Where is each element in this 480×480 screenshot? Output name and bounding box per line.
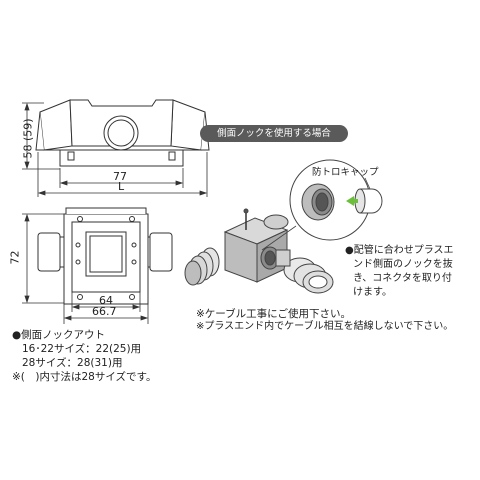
usage-badge: 側面ノックを使用する場合 bbox=[200, 125, 348, 142]
height-label-bottom: 72 bbox=[8, 250, 22, 265]
knockout-line-1: 16･22サイズ：22(25)用 bbox=[22, 343, 142, 355]
knockout-line-2: 28サイズ：28(31)用 bbox=[22, 357, 123, 369]
cap-label: 防トロキャップ bbox=[312, 167, 379, 178]
warning-2: ※プラスエンド内でケーブル相互を結線しないで下さい。 bbox=[196, 321, 454, 332]
instruction-line-1: ●配管に合わせプラスエ bbox=[345, 245, 454, 256]
width-dimension-top bbox=[37, 152, 208, 197]
warning-1: ※ケーブル工事にご使用下さい。 bbox=[196, 308, 351, 320]
height-dimension-bottom bbox=[22, 213, 68, 304]
width-total-label-top: L bbox=[118, 180, 125, 193]
instruction-line-3: き、コネクタを取り付 bbox=[353, 273, 452, 284]
instruction-line-4: けます。 bbox=[353, 287, 392, 298]
box-plan-view bbox=[37, 207, 173, 305]
width-inner-label-top: 77 bbox=[113, 170, 127, 183]
width-dimension-bottom bbox=[63, 292, 149, 324]
isometric-box-illustration bbox=[184, 208, 334, 294]
knockout-footnote: ※( )内寸法は28サイズです。 bbox=[12, 371, 157, 383]
width-total-label-bottom: 66.7 bbox=[92, 305, 117, 318]
width-inner-label-bottom: 64 bbox=[99, 294, 113, 307]
left-conduit bbox=[184, 247, 220, 286]
height-dimension-top bbox=[22, 102, 60, 170]
front-conduit bbox=[283, 257, 334, 294]
cap-detail-callout bbox=[261, 159, 383, 251]
box-side-view bbox=[35, 99, 210, 167]
knockout-heading: ●側面ノックアウト bbox=[12, 329, 105, 341]
height-label-top: 58 (59) bbox=[21, 118, 35, 159]
instruction-line-2: ンド側面のノックを抜 bbox=[353, 259, 453, 270]
